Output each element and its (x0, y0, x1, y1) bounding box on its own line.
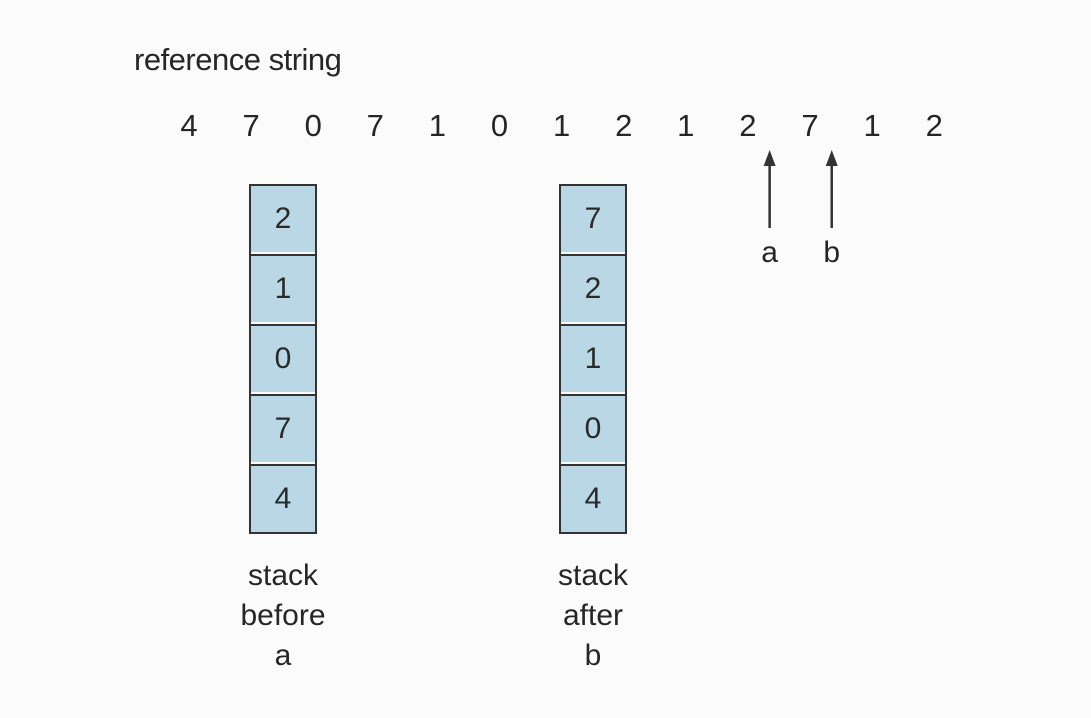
stack-cell: 7 (561, 184, 625, 252)
stack-cell: 0 (251, 324, 315, 392)
stack-caption-line: b (584, 639, 602, 672)
reference-item: 1 (863, 108, 881, 143)
reference-item: 1 (428, 108, 447, 143)
stack-caption-line: a (274, 639, 292, 672)
reference-item: 2 (925, 108, 943, 143)
stack-caption-line: stack (247, 559, 319, 592)
reference-item: 0 (490, 108, 509, 143)
stack-cell: 4 (561, 464, 625, 534)
reference-item: 4 (180, 108, 198, 143)
stack-caption-line: after (562, 599, 624, 632)
reference-item: 7 (366, 108, 384, 143)
reference-item: 1 (677, 108, 695, 143)
marker-label: b (823, 236, 841, 269)
stack-cell: 0 (561, 394, 625, 462)
stack-cell: 4 (251, 464, 315, 534)
reference-item: 7 (242, 108, 260, 143)
reference-item: 1 (552, 108, 571, 143)
reference-item: 7 (801, 108, 819, 143)
stack-cell: 2 (251, 184, 315, 252)
arrow-up-icon (763, 150, 776, 166)
reference-item: 0 (304, 108, 322, 143)
marker-label: a (761, 236, 778, 269)
stack-caption: stack before a (213, 556, 353, 676)
stack-caption-line: before (240, 599, 326, 632)
reference-item: 2 (739, 108, 757, 143)
arrow-up-icon (825, 150, 838, 166)
stack-caption-line: stack (557, 559, 629, 592)
stack-cell: 1 (251, 254, 315, 322)
stack-cell: 2 (561, 254, 625, 322)
stack-caption: stack after b (523, 556, 663, 676)
stack-cell: 7 (251, 394, 315, 462)
diagram-title: reference string (134, 42, 342, 77)
stack-cell: 1 (561, 324, 625, 392)
reference-item: 2 (615, 108, 633, 143)
